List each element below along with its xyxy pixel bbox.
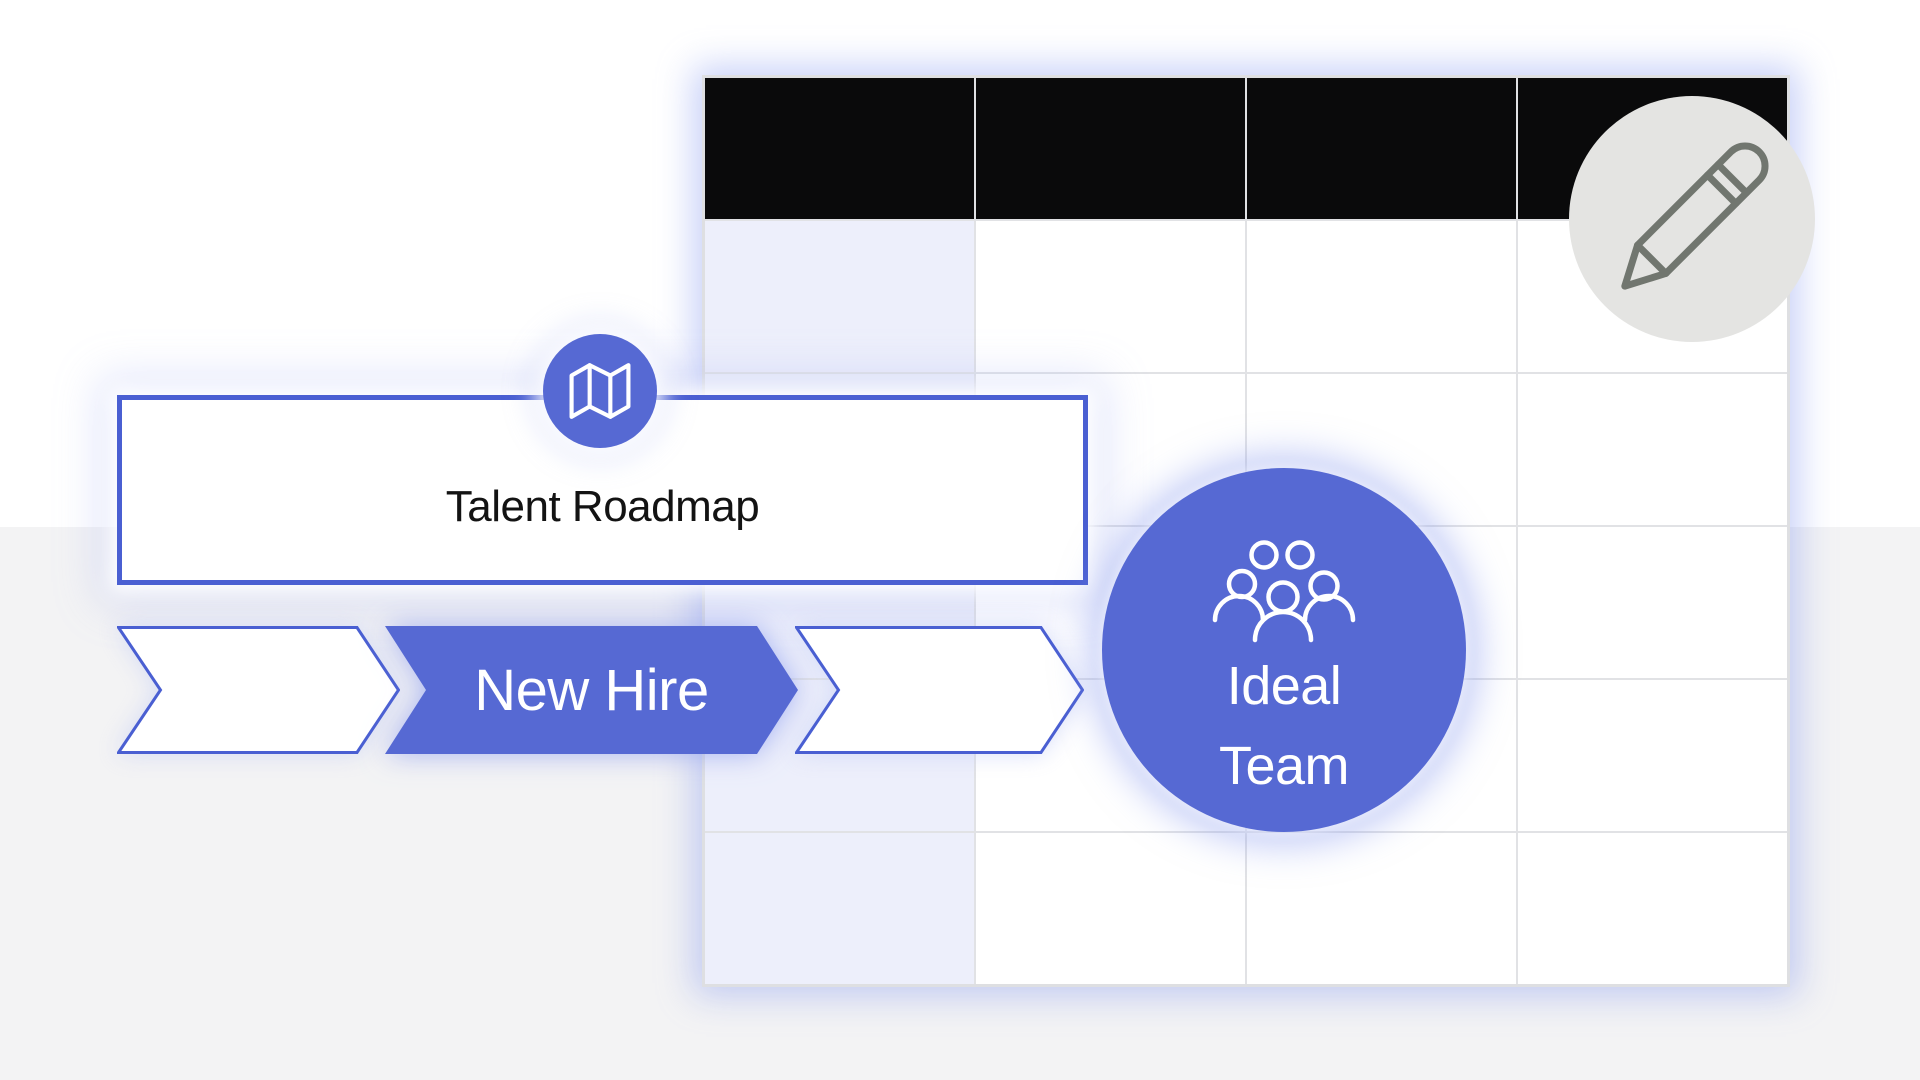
new-hire-label: New Hire: [474, 657, 709, 723]
talent-roadmap-label: Talent Roadmap: [445, 482, 760, 531]
ideal-team-bubble: Ideal Team: [1102, 468, 1466, 832]
chevron-outline-shape: [795, 626, 1084, 754]
grid-cell: [1518, 374, 1787, 525]
ideal-team-line-2: Team: [1218, 736, 1350, 796]
grid-cell: [705, 833, 974, 984]
grid-cell: [976, 833, 1245, 984]
flow-step-2: New Hire: [385, 626, 798, 754]
chevron-outline-shape: [117, 626, 400, 754]
grid-cell: [1518, 833, 1787, 984]
grid-cell: [1518, 680, 1787, 831]
flow-step-3: [795, 626, 1084, 754]
ideal-team-line-1: Ideal: [1226, 656, 1342, 716]
pencil-icon: [1621, 142, 1769, 290]
header-cell: [1247, 78, 1516, 219]
chevron-filled-shape: [385, 626, 798, 754]
grid-cell: [1247, 833, 1516, 984]
header-cell: [976, 78, 1245, 219]
grid-cell: [976, 221, 1245, 372]
grid-cell: [705, 221, 974, 372]
map-badge: [543, 334, 657, 448]
flow-step-1: [117, 626, 400, 754]
map-icon: [569, 363, 631, 419]
grid-cell: [1518, 527, 1787, 678]
header-cell: [705, 78, 974, 219]
edit-badge-button[interactable]: [1569, 96, 1815, 342]
grid-cell: [1247, 221, 1516, 372]
team-icon: [1212, 540, 1356, 643]
